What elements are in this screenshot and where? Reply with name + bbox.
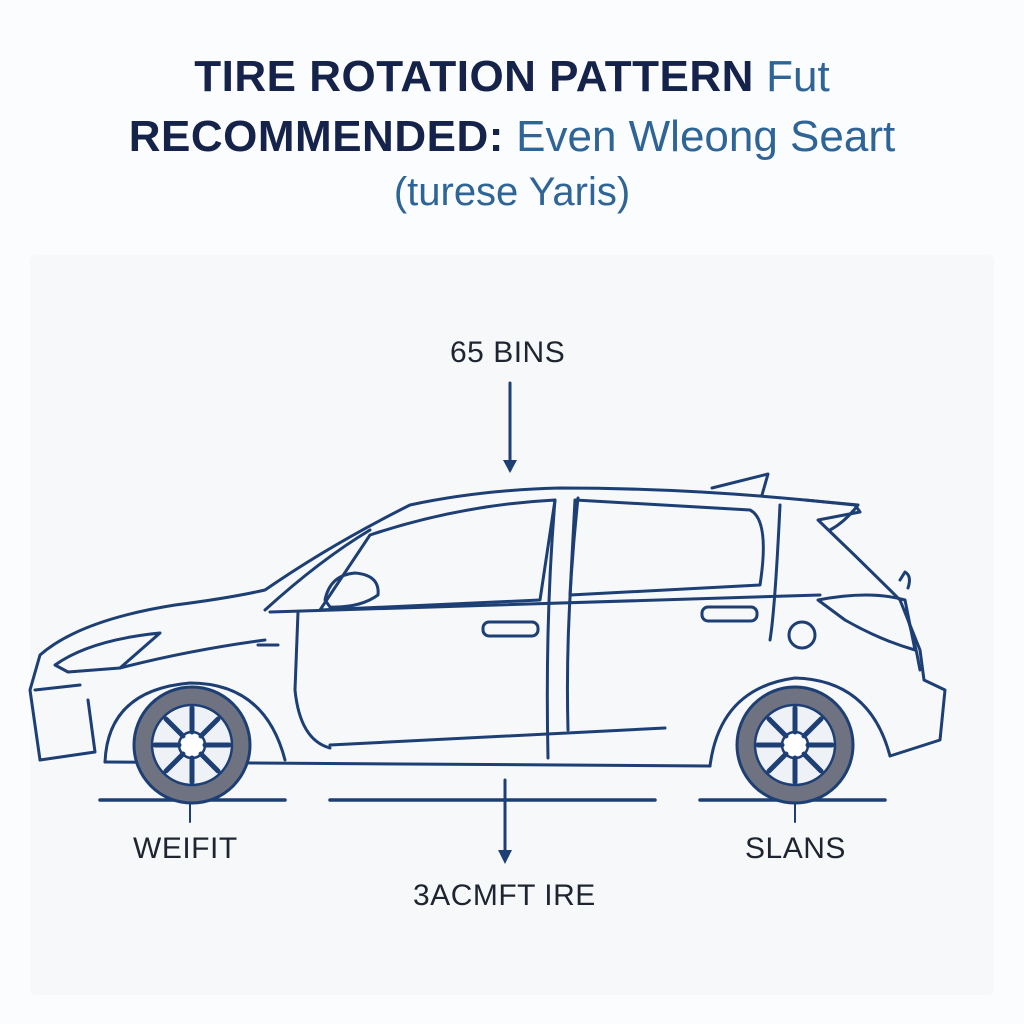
vehicle-subtitle: (turese Yaris) xyxy=(393,170,631,214)
diagram-panel xyxy=(30,255,994,995)
bottom-arrow xyxy=(498,778,512,864)
label-rear-tire: SLANS xyxy=(745,832,846,865)
title-main: TIRE ROTATION PATTERN xyxy=(194,52,754,101)
label-bottom: 3ACMFT IRE xyxy=(413,879,596,912)
recommended-value: Even Wleong Seart xyxy=(516,112,896,161)
top-arrow xyxy=(503,381,517,473)
front-wheel xyxy=(132,685,252,805)
label-top: 65 BINS xyxy=(450,336,566,369)
label-front-tire: WEIFIT xyxy=(133,832,238,865)
title-line-1: TIRE ROTATION PATTERN Fut xyxy=(0,52,1024,102)
recommended-label: RECOMMENDED: xyxy=(128,112,504,161)
title-line-2: RECOMMENDED: Even Wleong Seart xyxy=(0,112,1024,162)
rear-wheel xyxy=(735,685,855,805)
tick-marks xyxy=(189,802,796,823)
title-suffix: Fut xyxy=(766,52,830,101)
